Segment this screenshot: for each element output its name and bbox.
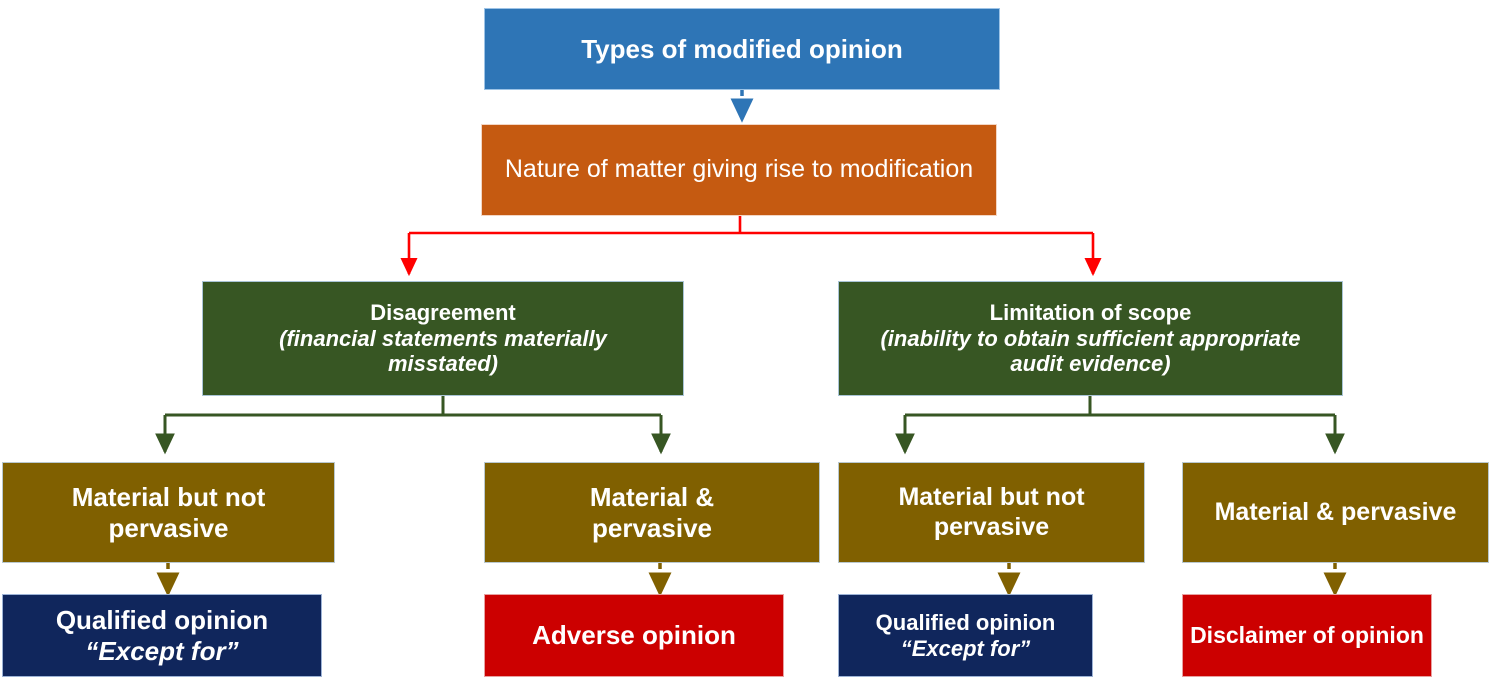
node-label-line-1: Qualified opinion <box>875 609 1056 635</box>
node-label-line-2: “Except for” <box>900 635 1031 661</box>
node-label-line-1: Material but not <box>898 483 1085 511</box>
node-label-line-2: pervasive <box>592 512 712 543</box>
node-detail-line-1: (inability to obtain sufficient appropri… <box>880 325 1301 351</box>
node-label-line-1: Material & pervasive <box>1214 497 1457 526</box>
node-opinion-qualified-2[interactable]: Qualified opinion “Except for” <box>838 594 1093 677</box>
node-detail-line-2: misstated) <box>387 351 499 377</box>
node-heading: Limitation of scope <box>989 299 1192 325</box>
node-detail-line-2: audit evidence) <box>1010 351 1171 377</box>
connector-degrees-to-opinions <box>156 563 1347 597</box>
node-types-of-modified-opinion[interactable]: Types of modified opinion <box>484 8 1000 90</box>
node-label: Types of modified opinion <box>581 33 903 64</box>
node-opinion-adverse[interactable]: Adverse opinion <box>484 594 784 677</box>
node-label-line-2: pervasive <box>108 512 229 543</box>
node-label-line-1: Material but not <box>71 481 266 512</box>
node-cause-limitation-of-scope[interactable]: Limitation of scope (inability to obtain… <box>838 281 1343 396</box>
node-opinion-qualified-1[interactable]: Qualified opinion “Except for” <box>2 594 322 677</box>
node-heading: Disagreement <box>370 299 516 325</box>
node-detail-line-1: (financial statements materially <box>279 325 607 351</box>
node-label-line-2: “Except for” <box>85 635 239 666</box>
node-label-line-1: Qualified opinion <box>55 604 269 635</box>
connector-disagreement-to-degrees <box>155 396 671 455</box>
node-opinion-disclaimer[interactable]: Disclaimer of opinion <box>1182 594 1432 677</box>
connector-nature-to-causes <box>400 216 1102 277</box>
node-nature-of-matter[interactable]: Nature of matter giving rise to modifica… <box>481 124 997 216</box>
node-label: Nature of matter giving rise to modifica… <box>504 155 974 184</box>
node-degree-material-but-not-pervasive-2[interactable]: Material but not pervasive <box>838 462 1145 563</box>
node-degree-material-and-pervasive-2[interactable]: Material & pervasive <box>1182 462 1489 563</box>
connector-limitation-to-degrees <box>895 396 1345 455</box>
node-cause-disagreement[interactable]: Disagreement (financial statements mater… <box>202 281 684 396</box>
node-degree-material-but-not-pervasive-1[interactable]: Material but not pervasive <box>2 462 335 563</box>
node-label-line-1: Adverse opinion <box>532 620 736 651</box>
node-label-line-1: Disclaimer of opinion <box>1190 621 1424 648</box>
node-degree-material-and-pervasive-1[interactable]: Material & pervasive <box>484 462 820 563</box>
node-label-line-1: Material & <box>589 481 715 512</box>
node-label-line-2: pervasive <box>933 512 1050 541</box>
